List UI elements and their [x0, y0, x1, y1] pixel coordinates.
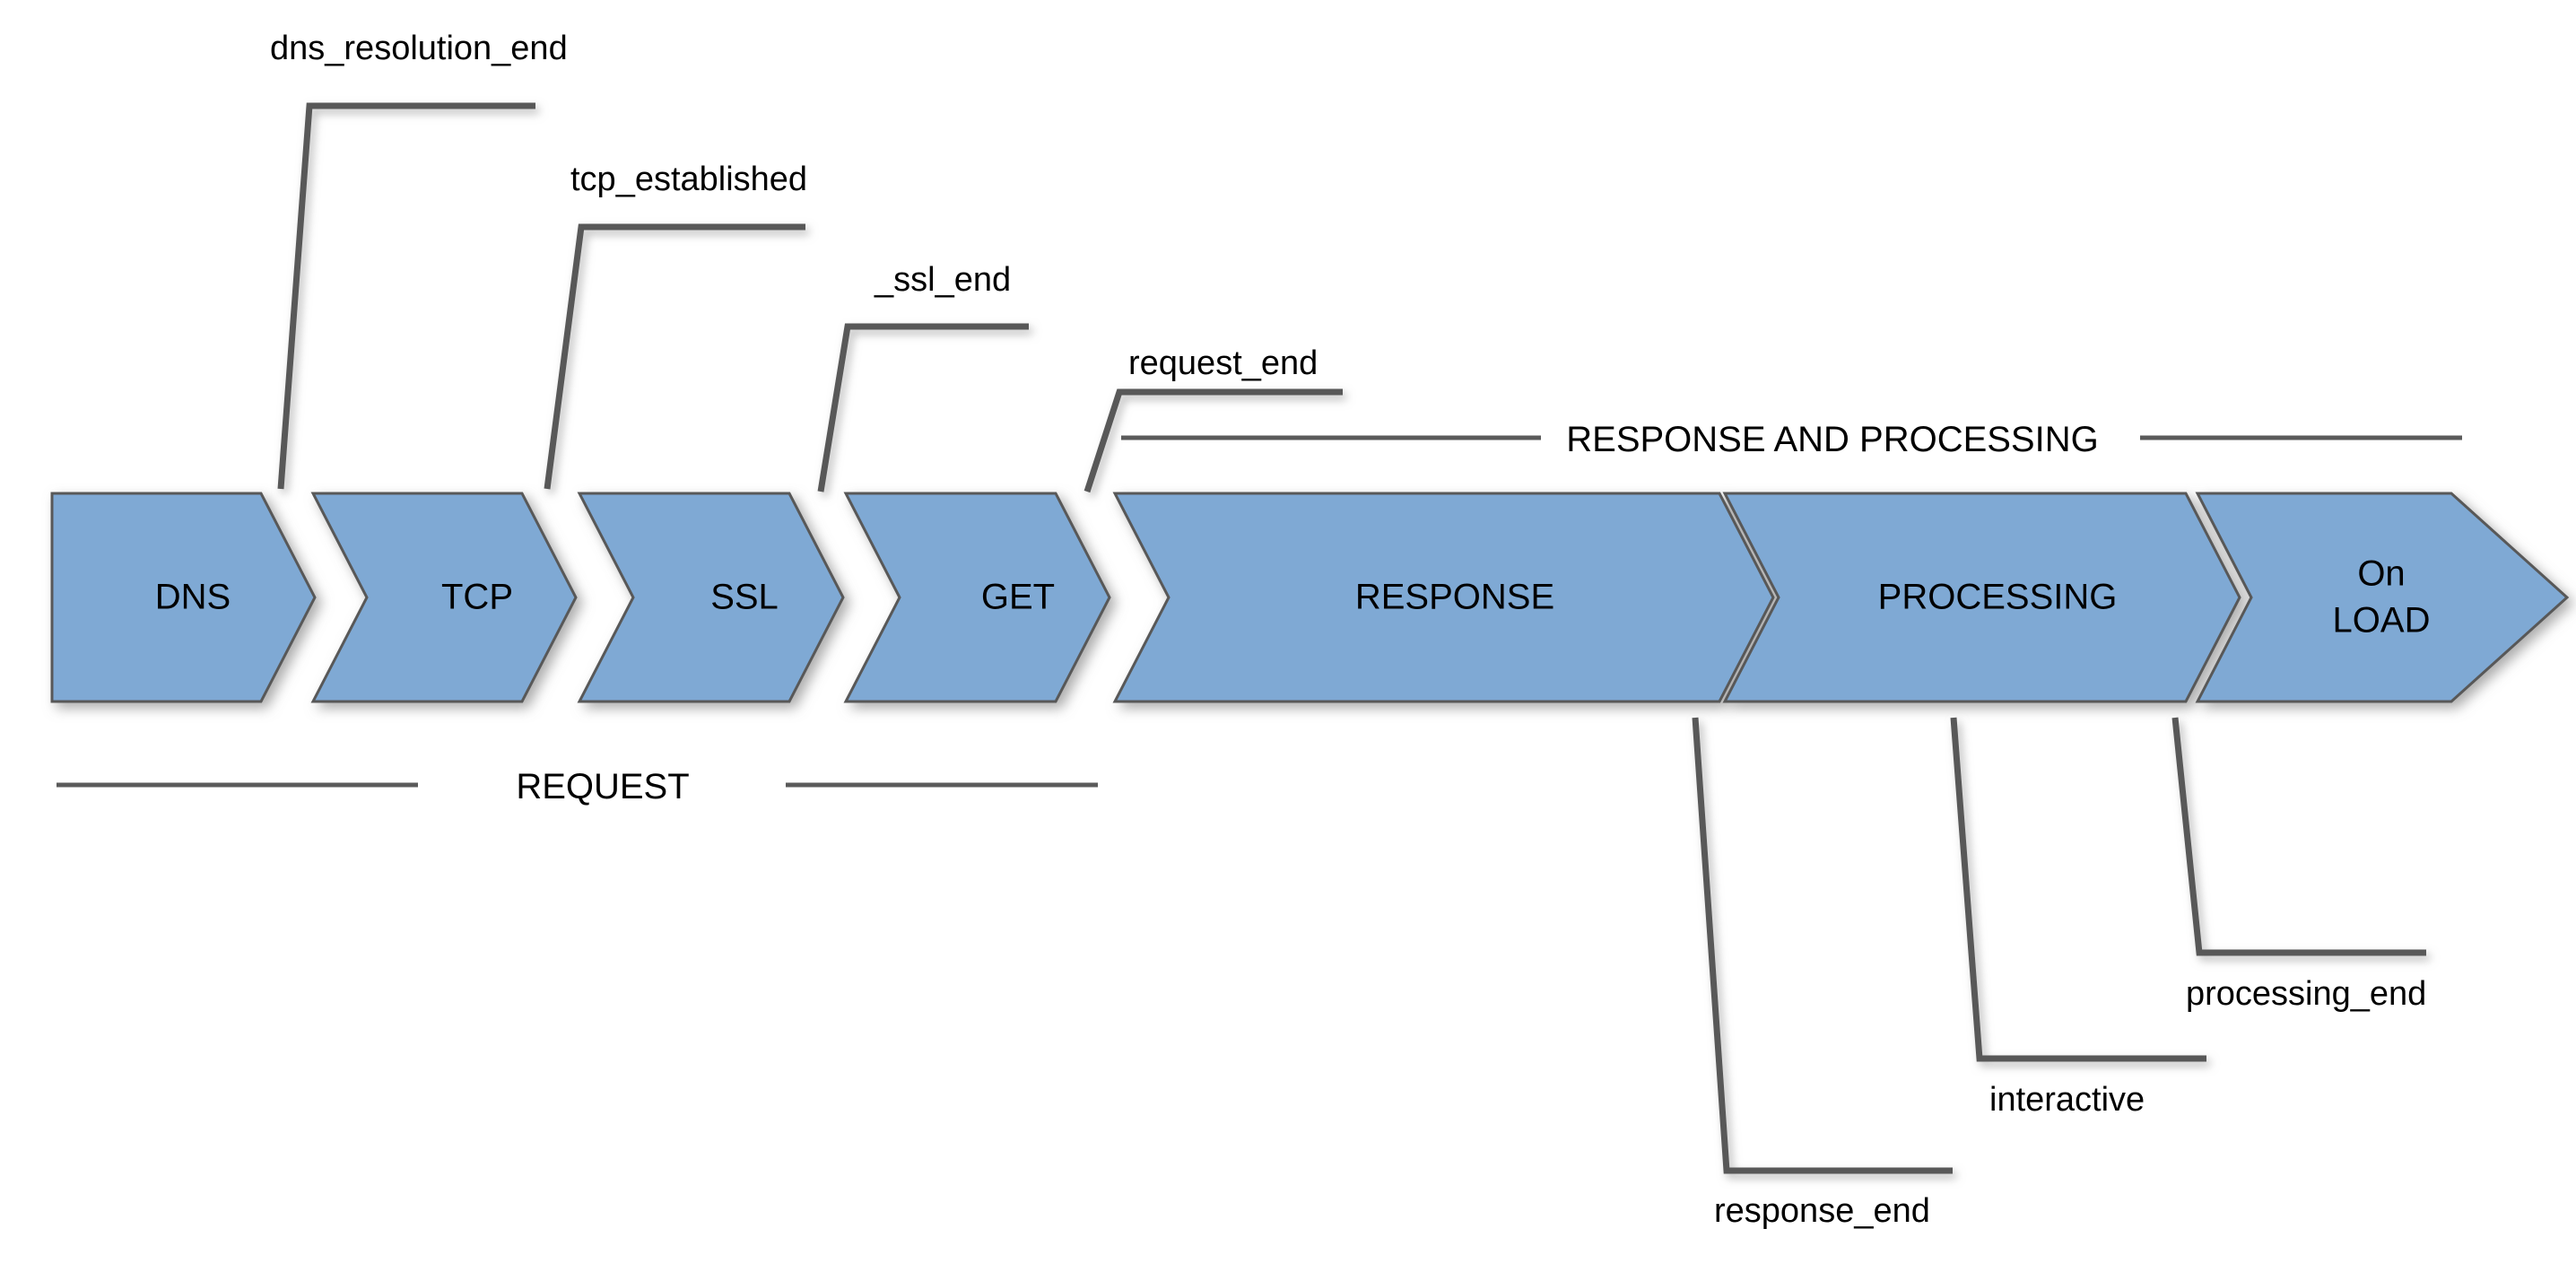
chevron-label-tcp: TCP	[441, 578, 513, 617]
chevron-band	[50, 492, 2570, 703]
leader-line-response-end	[1692, 717, 1953, 1174]
bracket-request-label: REQUEST	[516, 767, 689, 806]
bracket-response-and-processing: RESPONSE AND PROCESSING	[1121, 420, 2462, 459]
leader-line-dns-resolution-end	[277, 102, 535, 490]
chevron-label-on-load-line2: LOAD	[2333, 601, 2431, 640]
callout-ssl-end: _ssl_end	[874, 261, 1011, 299]
callout-request-end: request_end	[1128, 344, 1318, 382]
bottom-leader-lines	[1692, 717, 2426, 1174]
chevron-on-load[interactable]	[2195, 492, 2570, 703]
callout-response-end: response_end	[1714, 1192, 1930, 1230]
chevron-ssl[interactable]	[577, 492, 845, 703]
callout-dns-resolution-end: dns_resolution_end	[270, 30, 568, 67]
chevron-dns[interactable]	[50, 492, 317, 703]
leader-line-interactive	[1950, 717, 2206, 1062]
leader-line-request-end	[1083, 388, 1343, 493]
chevron-label-dns: DNS	[155, 578, 231, 617]
chevron-tcp[interactable]	[310, 492, 578, 703]
chevron-label-on-load-line1: On	[2357, 554, 2405, 594]
bracket-request: REQUEST	[57, 767, 1098, 806]
bracket-response-processing-label: RESPONSE AND PROCESSING	[1566, 420, 2098, 459]
leader-line-processing-end	[2171, 717, 2426, 956]
top-callout-labels: dns_resolution_end tcp_established _ssl_…	[270, 30, 1318, 382]
chevron-label-response: RESPONSE	[1355, 578, 1554, 617]
leader-line-tcp-established	[544, 223, 805, 490]
callout-tcp-established: tcp_established	[570, 161, 807, 198]
chevron-response[interactable]	[1112, 492, 1775, 703]
chevron-labels: DNS TCP SSL GET RESPONSE PROCESSING On L…	[155, 554, 2431, 640]
callout-interactive: interactive	[1989, 1081, 2145, 1119]
top-leader-lines	[277, 102, 1343, 493]
chevron-label-get: GET	[981, 578, 1055, 617]
chevron-label-ssl: SSL	[710, 578, 779, 617]
chevron-label-processing: PROCESSING	[1878, 578, 2118, 617]
chevron-get[interactable]	[843, 492, 1111, 703]
callout-processing-end: processing_end	[2186, 975, 2426, 1013]
leader-line-ssl-end	[817, 323, 1029, 492]
chevron-processing[interactable]	[1722, 492, 2241, 703]
bottom-callout-labels: response_end interactive processing_end	[1714, 975, 2426, 1230]
